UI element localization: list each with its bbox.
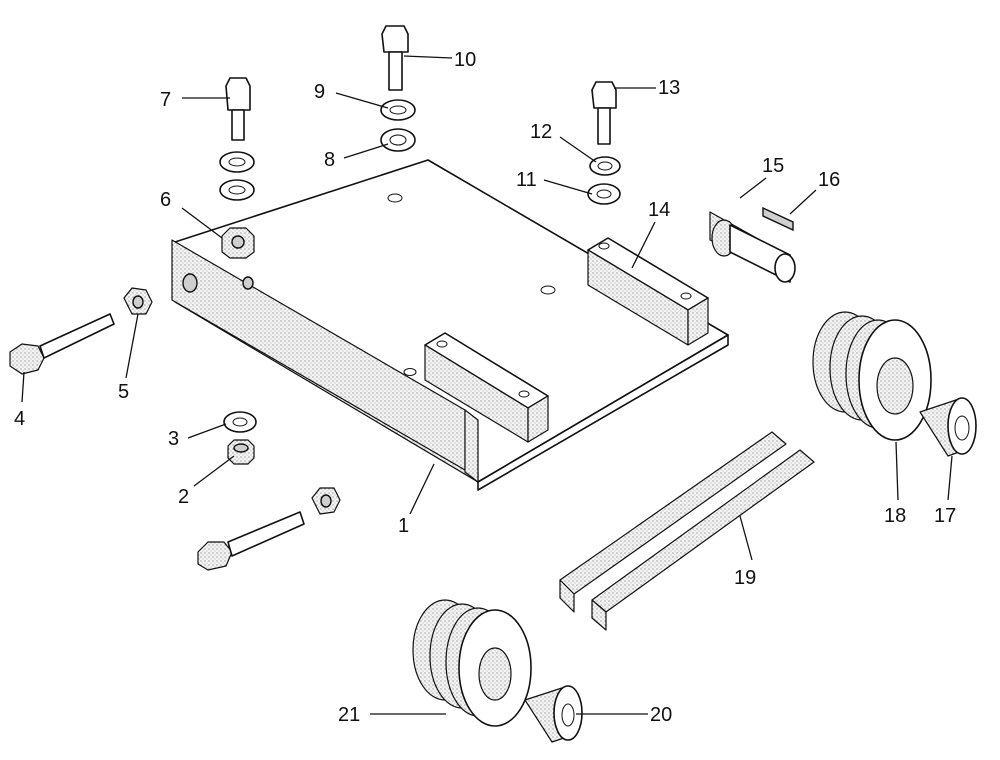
callout-20: 20 — [650, 704, 672, 726]
washer-part-9 — [380, 99, 416, 121]
pulley-part-18 — [812, 311, 932, 441]
callout-9: 9 — [314, 81, 325, 103]
shaft-part-15 — [709, 211, 796, 283]
base-plate-part — [171, 159, 729, 491]
washer-part-12 — [589, 156, 621, 176]
nut-part-2 — [227, 439, 255, 465]
rear-spacer-block-part — [587, 237, 709, 346]
callout-4: 4 — [14, 408, 25, 430]
washer-part-8 — [380, 128, 416, 152]
washer-pair-part — [219, 151, 255, 201]
lower-bolt-part — [197, 511, 305, 571]
callout-19: 19 — [734, 567, 756, 589]
callout-17: 17 — [934, 505, 956, 527]
bolt-part-10 — [381, 25, 409, 91]
callout-18: 18 — [884, 505, 906, 527]
callout-8: 8 — [324, 149, 335, 171]
washer-part-11 — [587, 183, 621, 205]
bolt-part-7 — [225, 77, 251, 141]
callout-21: 21 — [338, 704, 360, 726]
v-belt-part-19 — [559, 431, 815, 631]
callout-3: 3 — [168, 428, 179, 450]
front-spacer-block-part — [424, 332, 549, 443]
callout-12: 12 — [530, 121, 552, 143]
callout-16: 16 — [818, 169, 840, 191]
callout-10: 10 — [454, 49, 476, 71]
leader-lines — [21, 55, 953, 715]
callout-5: 5 — [118, 381, 129, 403]
callout-1: 1 — [398, 515, 409, 537]
callout-14: 14 — [648, 199, 670, 221]
nut-part-5 — [123, 287, 153, 315]
callout-6: 6 — [160, 189, 171, 211]
pulley-part-21 — [412, 599, 532, 727]
callout-13: 13 — [658, 77, 680, 99]
bolt-part-13 — [591, 81, 617, 145]
washer-part-3 — [223, 411, 257, 433]
callout-15: 15 — [762, 155, 784, 177]
key-part-16 — [762, 206, 794, 232]
bolt-part-4 — [9, 313, 115, 375]
callout-2: 2 — [178, 486, 189, 508]
callout-7: 7 — [160, 89, 171, 111]
lower-nut-part — [311, 487, 341, 515]
bushing-part-17 — [919, 397, 977, 457]
bushing-part-20 — [524, 685, 583, 743]
callout-11: 11 — [516, 169, 537, 191]
nut-part-6 — [221, 227, 255, 259]
